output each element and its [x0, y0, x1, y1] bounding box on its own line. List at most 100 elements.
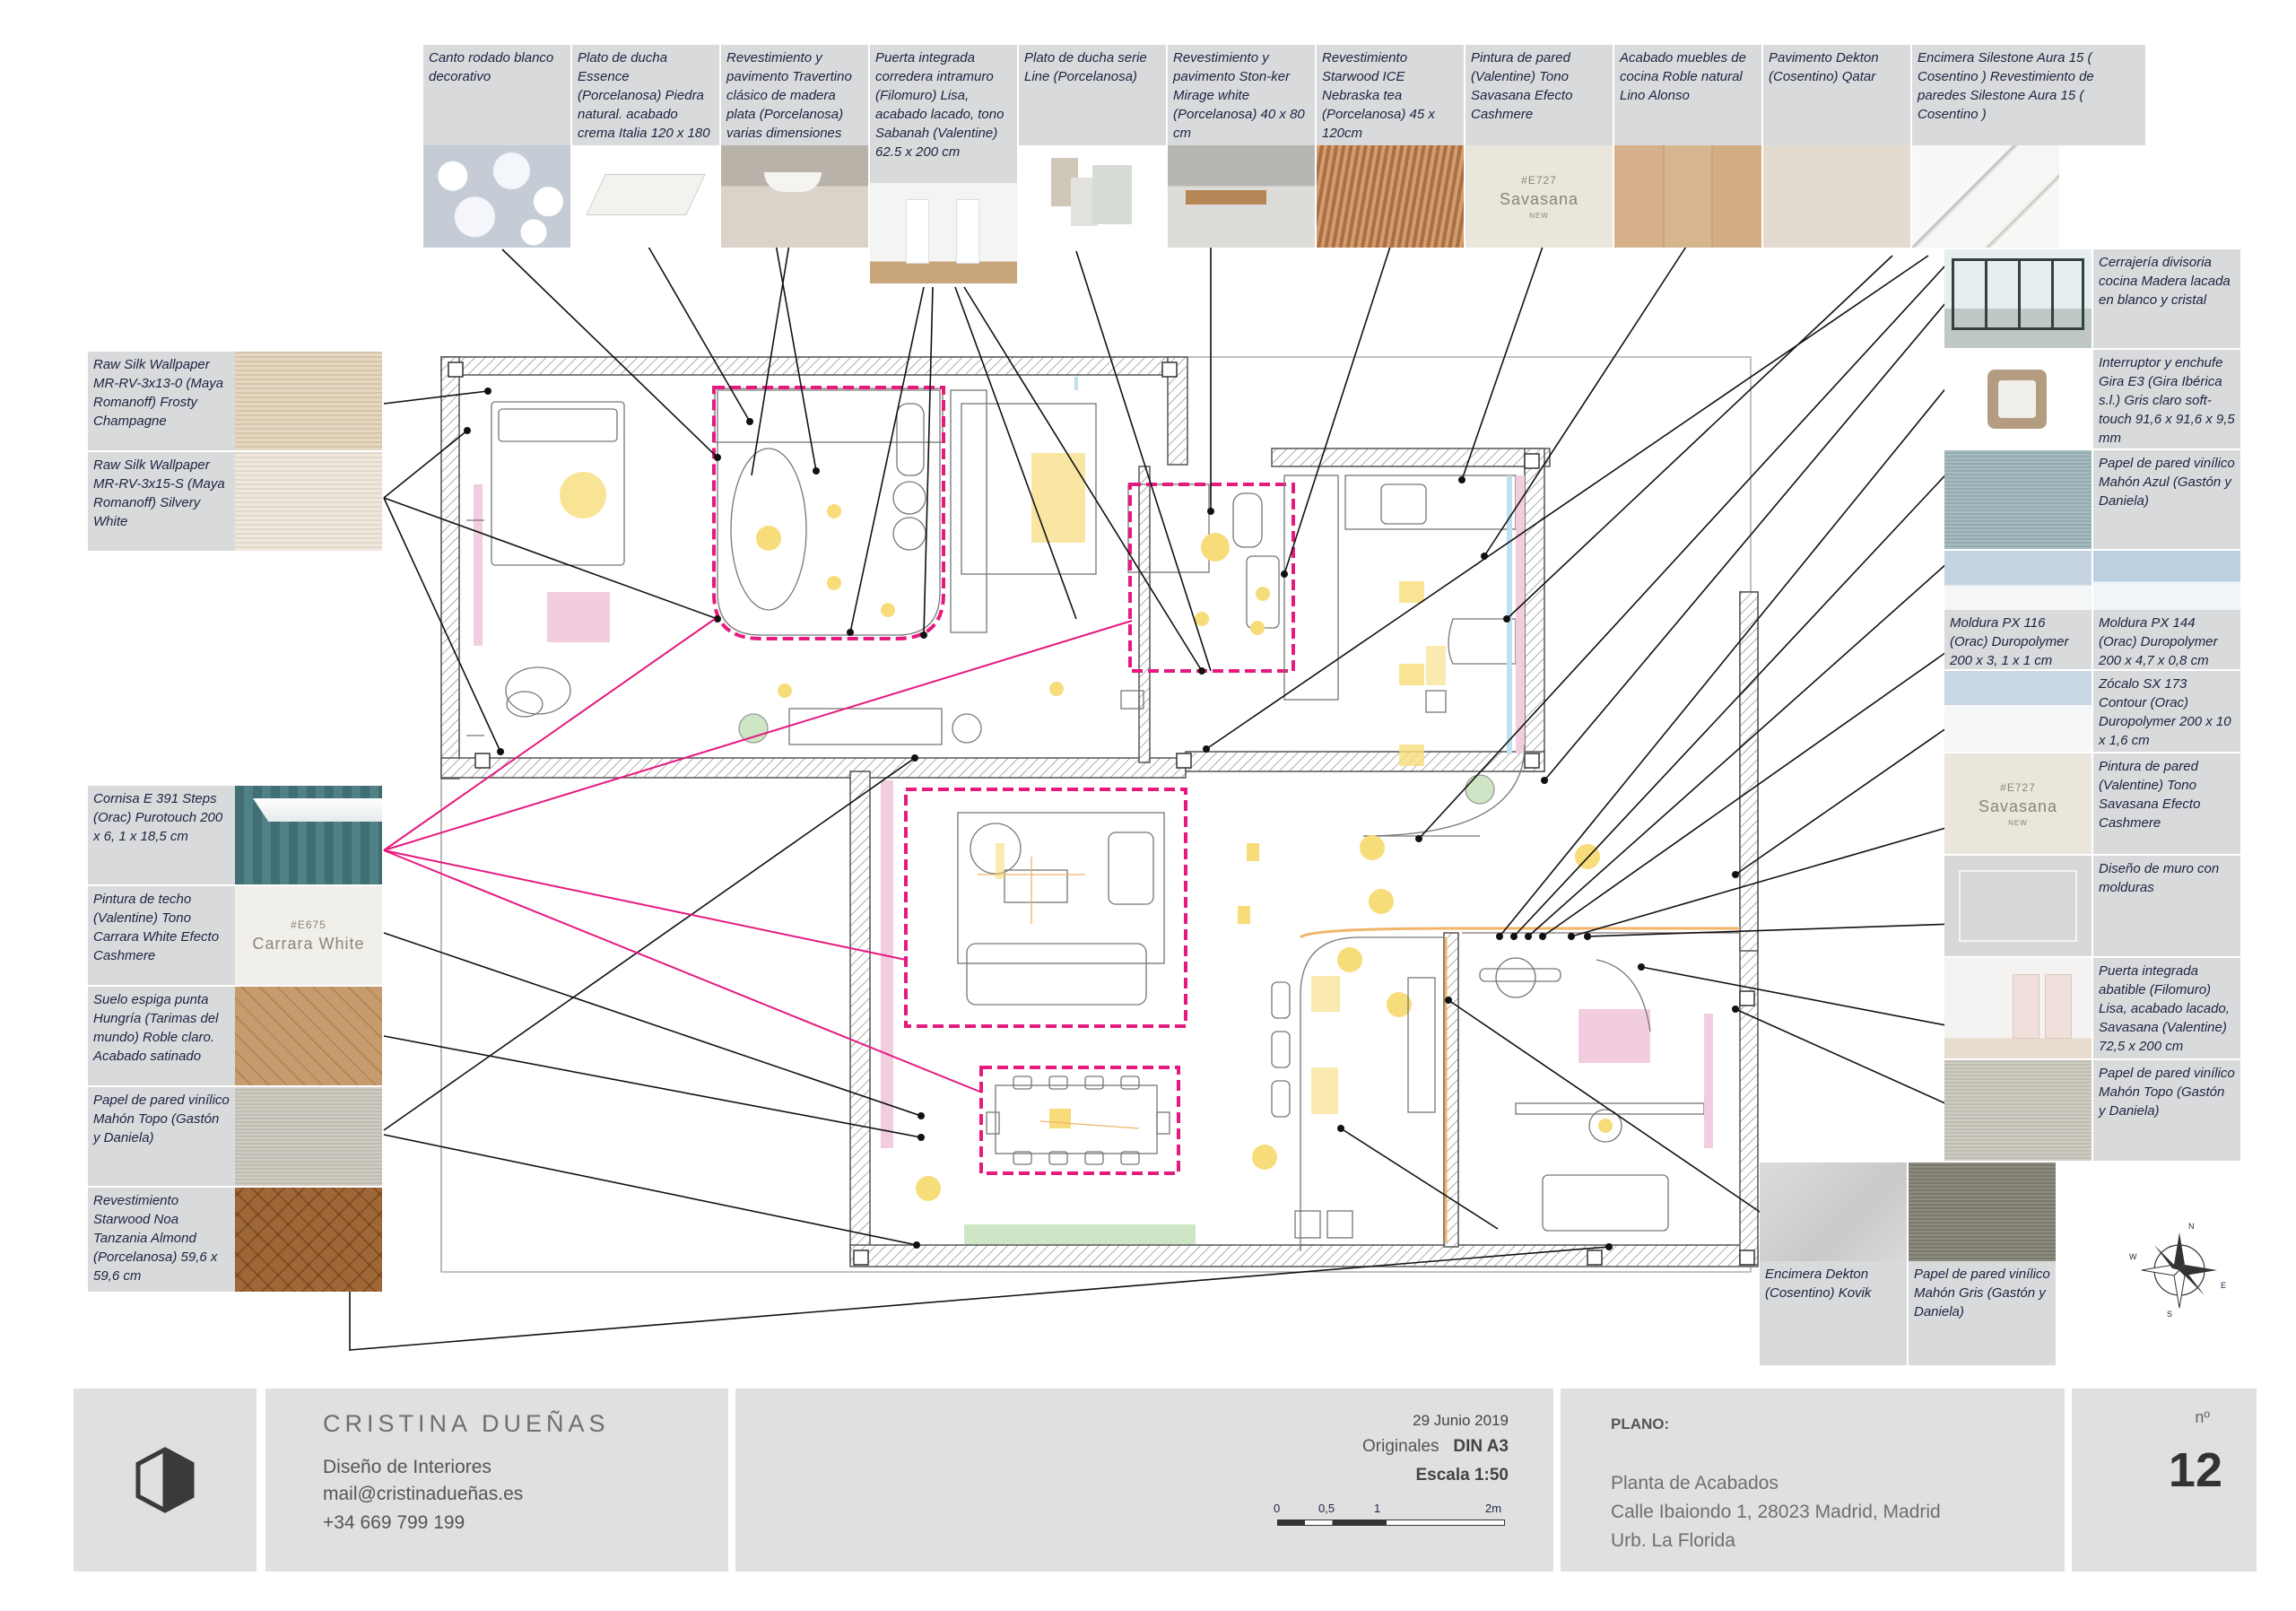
- title-block-logo-cell: [74, 1389, 257, 1572]
- material-card-gira-e3: Interruptor y enchufe Gira E3 (Gira Ibér…: [1944, 350, 2240, 448]
- material-card-puerta-corredera: Puerta integrada corredera intramuro (Fi…: [870, 45, 1017, 283]
- ston-ker-swatch: [1168, 145, 1315, 248]
- bath-dashed-outline: [712, 386, 945, 640]
- material-card-mahon-topo-right: Papel de pared vinílico Mahón Topo (Gast…: [1944, 1060, 2240, 1161]
- material-card-pintura-savasana-top: Pintura de pared (Valentine) Tono Savasa…: [1465, 45, 1613, 248]
- swatch-name: Savasana: [1499, 189, 1579, 208]
- dining-dashed-outline: [979, 1066, 1180, 1175]
- plano-address: Calle Ibaiondo 1, 28023 Madrid, Madrid: [1611, 1502, 1941, 1522]
- material-label: Moldura PX 116 (Orac) Duropolymer 200 x …: [1944, 610, 2092, 669]
- travertine-bathroom-swatch: [721, 145, 868, 248]
- swatch-code: #E727: [1521, 173, 1557, 187]
- originals-value: DIN A3: [1453, 1437, 1509, 1456]
- material-label: Moldura PX 144 (Orac) Duropolymer 200 x …: [2093, 610, 2240, 669]
- material-label: Papel de pared vinílico Mahón Topo (Gast…: [2093, 1060, 2240, 1161]
- swatch-new: NEW: [2008, 818, 2028, 827]
- switch-swatch: [1944, 350, 2092, 448]
- compass-north: N: [2188, 1222, 2195, 1231]
- material-card-dekton-kovik: Encimera Dekton (Cosentino) Kovik: [1760, 1163, 1907, 1365]
- starwood-noa-swatch: [235, 1188, 382, 1292]
- compass-south: S: [2167, 1310, 2173, 1319]
- drawing-scale: Escala 1:50: [1415, 1466, 1509, 1485]
- moulded-wall-swatch: [1944, 856, 2092, 956]
- material-label: Papel de pared vinílico Mahón Gris (Gast…: [1909, 1261, 2056, 1365]
- savasana-paint-swatch: #E727 Savasana NEW: [1944, 753, 2092, 854]
- material-label: Cerrajería divisoria cocina Madera lacad…: [2093, 249, 2240, 348]
- material-card-mahon-topo-left: Papel de pared vinílico Mahón Topo (Gast…: [88, 1087, 384, 1186]
- material-label: Pintura de pared (Valentine) Tono Savasa…: [2093, 753, 2240, 854]
- cornice-swatch: [235, 786, 382, 884]
- originals-label: Originales: [1362, 1437, 1439, 1456]
- material-label: Interruptor y enchufe Gira E3 (Gira Ibér…: [2093, 350, 2240, 448]
- mahon-azul-swatch: [1944, 450, 2092, 549]
- carrara-white-swatch: #E675 Carrara White: [235, 886, 382, 985]
- silestone-aura-swatch: [1912, 145, 2059, 248]
- oak-cabinet-swatch: [1614, 145, 1761, 248]
- dining: [916, 1075, 1196, 1244]
- raw-silk-silvery-swatch: [235, 452, 382, 551]
- material-label: Cornisa E 391 Steps (Orac) Purotouch 200…: [88, 786, 235, 884]
- material-label: Diseño de muro con molduras: [2093, 856, 2240, 956]
- originals-row: Originales DIN A3: [1362, 1437, 1509, 1457]
- material-card-moldura-px116: Moldura PX 116 (Orac) Duropolymer 200 x …: [1944, 551, 2092, 669]
- bedroom: [466, 401, 625, 736]
- material-card-mahon-azul: Papel de pared vinílico Mahón Azul (Gast…: [1944, 450, 2240, 549]
- cornice-leader-lines: [383, 618, 1133, 1093]
- leader-dots: [464, 388, 1739, 1250]
- material-card-plato-essence: Plato de ducha Essence (Porcelanosa) Pie…: [572, 45, 719, 248]
- material-card-starwood-ice: Revestimiento Starwood ICE Nebraska tea …: [1317, 45, 1464, 248]
- family-room: [1271, 932, 1740, 1251]
- compass-east: E: [2221, 1281, 2227, 1290]
- starwood-ribs-swatch: [1317, 145, 1464, 248]
- material-card-roble-natural: Acabado muebles de cocina Roble natural …: [1614, 45, 1761, 248]
- material-label: Acabado muebles de cocina Roble natural …: [1614, 45, 1761, 145]
- studio-mail: mail@cristinadueñas.es: [323, 1484, 524, 1504]
- material-card-muro-molduras: Diseño de muro con molduras: [1944, 856, 2240, 956]
- herringbone-floor-swatch: [235, 987, 382, 1085]
- moulding-px116-swatch: [1944, 551, 2092, 610]
- sliding-door-swatch: [870, 183, 1017, 283]
- material-label: Revestimiento Starwood Noa Tanzania Almo…: [88, 1188, 235, 1292]
- title-block-studio-cell: CRISTINA DUEÑAS Diseño de Interiores mai…: [265, 1389, 728, 1572]
- scale-tick: 1: [1374, 1502, 1381, 1515]
- material-card-silestone-aura: Encimera Silestone Aura 15 ( Cosentino )…: [1912, 45, 2145, 248]
- material-label: Plato de ducha serie Line (Porcelanosa): [1019, 45, 1166, 145]
- mahon-topo-swatch: [235, 1087, 382, 1186]
- hinged-door-swatch: [1944, 958, 2092, 1058]
- material-card-mahon-gris: Papel de pared vinílico Mahón Gris (Gast…: [1909, 1163, 2056, 1365]
- guest-bath-dashed-outline: [1128, 483, 1295, 673]
- compass-rose-icon: N S E W: [2129, 1222, 2227, 1319]
- material-card-raw-silk-frosty: Raw Silk Wallpaper MR-RV-3x13-0 (Maya Ro…: [88, 352, 384, 450]
- material-card-pintura-savasana-right: #E727 Savasana NEW Pintura de pared (Val…: [1944, 753, 2240, 854]
- material-card-starwood-noa: Revestimiento Starwood Noa Tanzania Almo…: [88, 1188, 384, 1292]
- material-label: Puerta integrada abatible (Filomuro) Lis…: [2093, 958, 2240, 1058]
- material-card-ston-ker: Revestimiento y pavimento Ston-ker Mirag…: [1168, 45, 1315, 248]
- material-label: Raw Silk Wallpaper MR-RV-3x13-0 (Maya Ro…: [88, 352, 235, 450]
- material-label: Suelo espiga punta Hungría (Tarimas del …: [88, 987, 235, 1085]
- orange-line: [1299, 927, 1740, 1242]
- material-card-canto-rodado: Canto rodado blanco decorativo: [423, 45, 570, 248]
- master-bath: [714, 377, 1097, 745]
- swatch-name: Savasana: [1978, 797, 2058, 815]
- mahon-topo-swatch: [1944, 1060, 2092, 1161]
- scale-tick: 0,5: [1318, 1502, 1335, 1515]
- studio-name: CRISTINA DUEÑAS: [323, 1410, 610, 1437]
- swatch-name: Carrara White: [252, 934, 365, 953]
- material-label: Canto rodado blanco decorativo: [423, 45, 570, 145]
- moulding-px144-swatch: [2093, 551, 2240, 610]
- pebbles-swatch: [423, 145, 570, 248]
- kitchen: [1283, 475, 1526, 837]
- title-block-plano-cell: PLANO: Planta de Acabados Calle Ibaiondo…: [1561, 1389, 2065, 1572]
- dekton-kovik-swatch: [1760, 1163, 1907, 1261]
- plano-title: Planta de Acabados: [1611, 1473, 1779, 1493]
- title-block-number-cell: nº 12: [2072, 1389, 2257, 1572]
- swatch-new: NEW: [1529, 211, 1549, 220]
- material-label: Pintura de techo (Valentine) Tono Carrar…: [88, 886, 235, 985]
- material-label: Raw Silk Wallpaper MR-RV-3x15-S (Maya Ro…: [88, 452, 235, 551]
- living-room: [881, 780, 1600, 1170]
- drawing-date: 29 Junio 2019: [1413, 1412, 1509, 1429]
- compass-west: W: [2129, 1252, 2137, 1261]
- material-label: Zócalo SX 173 Contour (Orac) Duropolymer…: [2093, 671, 2240, 752]
- material-label: Encimera Silestone Aura 15 ( Cosentino )…: [1912, 45, 2145, 145]
- material-card-moldura-px144: Moldura PX 144 (Orac) Duropolymer 200 x …: [2093, 551, 2240, 669]
